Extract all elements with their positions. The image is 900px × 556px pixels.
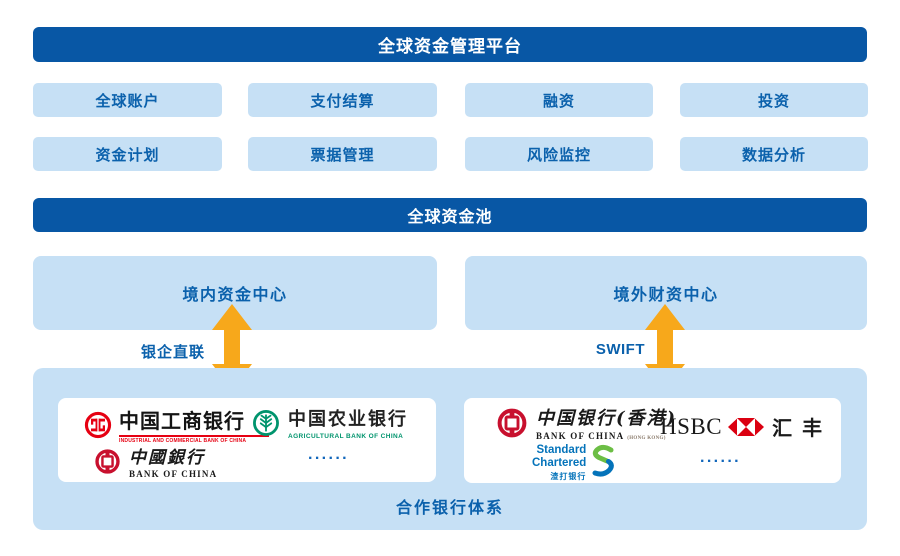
abc-name-en: AGRICULTURAL BANK OF CHINA	[288, 433, 404, 440]
bochk-logo-icon	[497, 408, 527, 437]
scb-name-en-line2: Chartered	[532, 456, 587, 469]
feature-label: 数据分析	[741, 146, 806, 164]
more-banks-ellipsis: ······	[308, 450, 349, 467]
feature-box-risk-monitoring: 风险监控	[465, 137, 653, 171]
domestic-banks-panel: 中国工商银行 INDUSTRIAL AND COMMERCIAL BANK OF…	[58, 398, 436, 482]
feature-box-global-accounts: 全球账户	[33, 83, 222, 117]
feature-box-bill-management: 票据管理	[248, 137, 437, 171]
feature-label: 支付结算	[310, 92, 375, 110]
hsbc-name-en: HSBC	[660, 413, 723, 439]
scb-s-icon	[592, 444, 615, 477]
platform-title-bar: 全球资金管理平台	[33, 27, 867, 62]
feature-box-payment-settlement: 支付结算	[248, 83, 437, 117]
bochk-name-en: BANK OF CHINA (HONG KONG)	[536, 431, 677, 441]
cash-pool-bar: 全球资金池	[33, 198, 867, 232]
icbc-name-en: INDUSTRIAL AND COMMERCIAL BANK OF CHINA	[119, 438, 247, 444]
hsbc-hexagon-icon	[728, 417, 765, 436]
bochk-logo: 中国银行(香港) BANK OF CHINA (HONG KONG)	[496, 404, 677, 441]
overseas-treasury-center-label: 境外财资中心	[613, 287, 719, 304]
scb-name-en-line1: Standard	[536, 444, 587, 456]
overseas-banks-panel: 中国银行(香港) BANK OF CHINA (HONG KONG) HSBC …	[464, 398, 841, 483]
feature-box-financing: 融资	[465, 83, 653, 117]
boc-logo: 中國銀行 BANK OF CHINA	[94, 443, 217, 479]
platform-title: 全球资金管理平台	[378, 37, 522, 56]
abc-logo-icon	[253, 409, 279, 436]
boc-logo-icon	[95, 448, 120, 474]
cash-pool-title: 全球资金池	[407, 209, 493, 226]
partner-banks-container: 中国工商银行 INDUSTRIAL AND COMMERCIAL BANK OF…	[33, 368, 867, 530]
partner-banks-caption: 合作银行体系	[395, 500, 504, 517]
swift-label: SWIFT	[595, 341, 645, 358]
feature-box-investment: 投资	[680, 83, 868, 117]
hsbc-logo: HSBC 汇丰	[660, 412, 832, 441]
feature-label: 风险监控	[526, 146, 591, 164]
bochk-name-cn: 中国银行(香港)	[536, 408, 678, 429]
abc-logo: 中国农业银行 AGRICULTURAL BANK OF CHINA	[252, 405, 408, 440]
icbc-logo: 中国工商银行 INDUSTRIAL AND COMMERCIAL BANK OF…	[84, 405, 269, 444]
domestic-fund-center-label: 境内资金中心	[182, 287, 288, 304]
hsbc-name-cn: 汇丰	[772, 416, 833, 440]
boc-name-en: BANK OF CHINA	[129, 469, 218, 479]
icbc-name-cn: 中国工商银行	[119, 411, 245, 433]
scb-name-en: Standard Chartered	[532, 444, 586, 469]
feature-box-cash-planning: 资金计划	[33, 137, 222, 171]
feature-label: 融资	[542, 92, 575, 110]
feature-box-data-analysis: 数据分析	[680, 137, 868, 171]
more-banks-ellipsis: ······	[700, 453, 741, 470]
bochk-name-en-sub: (HONG KONG)	[627, 436, 666, 441]
boc-name-cn: 中國銀行	[129, 448, 205, 468]
feature-label: 票据管理	[310, 146, 375, 164]
abc-name-cn: 中国农业银行	[288, 409, 408, 430]
feature-label: 资金计划	[95, 146, 160, 164]
bochk-name-en-main: BANK OF CHINA	[536, 431, 624, 441]
feature-label: 投资	[757, 92, 790, 110]
bank-enterprise-direct-link-label: 银企直联	[140, 344, 205, 361]
icbc-underline	[119, 435, 269, 437]
feature-label: 全球账户	[95, 92, 160, 110]
scb-name-cn: 渣打银行	[550, 472, 587, 482]
scb-logo: Standard Chartered 渣打银行	[532, 444, 616, 482]
icbc-logo-icon	[84, 411, 112, 438]
